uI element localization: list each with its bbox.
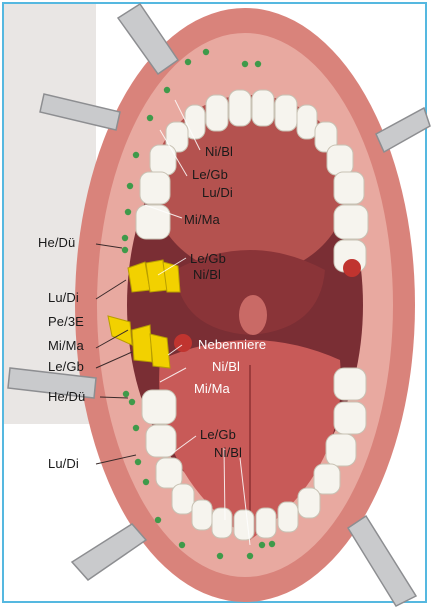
acupoint: [155, 517, 161, 523]
acupoint: [122, 235, 128, 241]
acupoint: [179, 542, 185, 548]
tooth: [252, 90, 274, 126]
tooth: [206, 95, 228, 131]
label-left-le-gb: Le/Gb: [48, 360, 84, 374]
label-left-mi-ma: Mi/Ma: [48, 339, 84, 353]
acupoint: [133, 425, 139, 431]
tooth: [229, 90, 251, 126]
acupoint: [133, 152, 139, 158]
acupoint: [164, 87, 170, 93]
label-upper-ni-bl: Ni/Bl: [205, 145, 233, 159]
label-left-lu-di: Lu/Di: [48, 291, 79, 305]
label-left-he-du: He/Dü: [38, 236, 75, 250]
tooth: [234, 510, 254, 540]
label-upper-mi-ma: Mi/Ma: [184, 213, 220, 227]
acupoint: [129, 399, 135, 405]
tooth: [156, 458, 182, 488]
tooth: [150, 145, 176, 175]
acupoint: [135, 459, 141, 465]
acupoint: [127, 183, 133, 189]
tooth: [334, 368, 366, 400]
label-lower-mi-ma: Mi/Ma: [194, 382, 230, 396]
label-nebenniere: Nebenniere: [198, 338, 266, 352]
tooth: [256, 508, 276, 538]
acupoint: [122, 247, 128, 253]
tooth: [297, 105, 317, 139]
acupoint: [269, 541, 275, 547]
tooth: [142, 390, 176, 424]
tooth: [146, 425, 176, 457]
label-upper-le-gb: Le/Gb: [192, 168, 228, 182]
label-left-pe-3e: Pe/3E: [48, 315, 84, 329]
label-upper-lu-di: Lu/Di: [202, 186, 233, 200]
tooth: [140, 172, 170, 204]
tooth: [298, 488, 320, 518]
retractor-right-upper: [376, 108, 430, 152]
retractor-left-upper: [40, 94, 120, 130]
tooth: [192, 500, 212, 530]
tooth: [327, 145, 353, 175]
acupoint: [143, 479, 149, 485]
label-lower-le-gb: Le/Gb: [200, 428, 236, 442]
acupoint: [255, 61, 261, 67]
highlight-tooth-lower-3: [150, 334, 170, 368]
tooth: [334, 402, 366, 434]
uvula: [239, 295, 267, 335]
tooth: [172, 484, 194, 514]
acupoint: [242, 61, 248, 67]
acupoint: [125, 209, 131, 215]
highlight-tooth-lower-2: [132, 325, 152, 362]
acupoint: [147, 115, 153, 121]
acupoint: [259, 542, 265, 548]
label-lower-ni-bl-2: Ni/Bl: [214, 446, 242, 460]
acupoint: [123, 391, 129, 397]
tooth: [212, 508, 232, 538]
retractor-bottom-right: [348, 516, 416, 606]
acupoint: [185, 59, 191, 65]
acupoint: [247, 553, 253, 559]
retractor-bottom-left: [72, 524, 146, 580]
label-left-lu-di-2: Lu/Di: [48, 457, 79, 471]
acupoint: [203, 49, 209, 55]
label-left-he-du-2: He/Dü: [48, 390, 85, 404]
tooth: [334, 205, 368, 239]
acupoint: [217, 553, 223, 559]
tooth: [278, 502, 298, 532]
label-lower-ni-bl: Ni/Bl: [212, 360, 240, 374]
nebenniere-point-right: [343, 259, 361, 277]
tooth: [275, 95, 297, 131]
label-upper-le-gb-2: Le/Gb: [190, 252, 226, 266]
tooth: [326, 434, 356, 466]
label-upper-ni-bl-2: Ni/Bl: [193, 268, 221, 282]
tooth: [334, 172, 364, 204]
tooth: [136, 205, 170, 239]
tooth: [314, 464, 340, 494]
